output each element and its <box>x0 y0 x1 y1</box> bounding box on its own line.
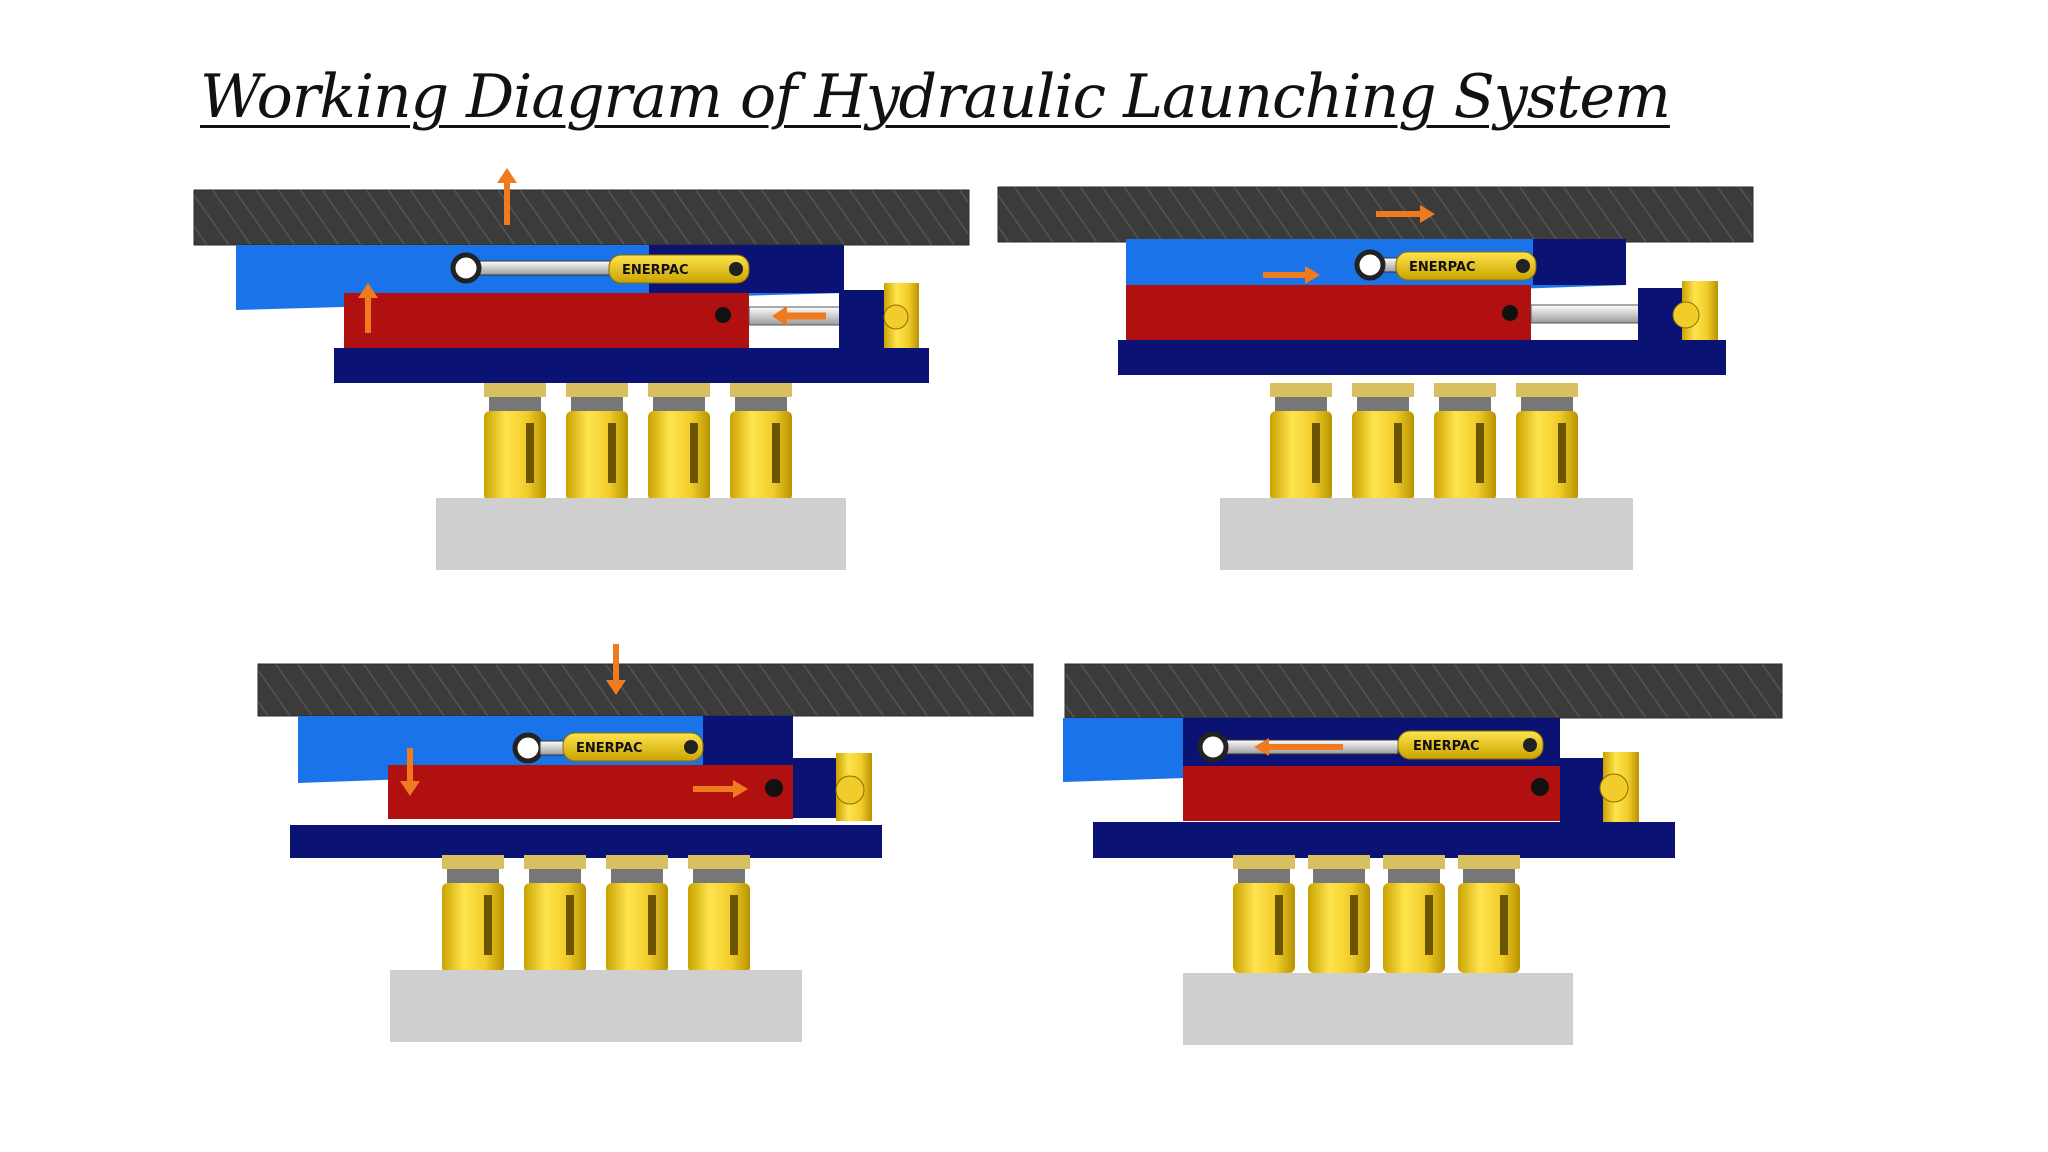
arrow-down-icon <box>400 748 420 796</box>
sliding-block <box>344 293 749 348</box>
pusher-cylinder <box>793 753 872 821</box>
pusher-cylinder <box>1560 752 1639 822</box>
diagram-step-2: ENERPAC <box>997 186 1754 570</box>
base-frame <box>1093 822 1675 858</box>
bridge-deck <box>1064 663 1783 719</box>
diagram-step-1: ENERPAC <box>193 168 970 570</box>
ground-pier <box>1220 498 1633 570</box>
base-frame <box>290 825 882 858</box>
support-jacks <box>442 855 750 973</box>
hydraulic-cylinder: ENERPAC <box>450 252 750 284</box>
base-frame <box>334 348 929 383</box>
hydraulic-cylinder: ENERPAC <box>1354 249 1537 281</box>
arrow-right-icon <box>693 780 748 798</box>
support-jacks <box>1270 383 1578 501</box>
sliding-block <box>1126 285 1531 340</box>
arrow-right-icon <box>1263 266 1320 284</box>
sliding-block <box>1183 766 1563 821</box>
cylinder-brand-label: ENERPAC <box>576 741 643 756</box>
page-title: Working Diagram of Hydraulic Launching S… <box>200 62 1671 132</box>
diagram-step-3: ENERPAC <box>257 644 1034 1042</box>
cylinder-brand-label: ENERPAC <box>622 263 689 278</box>
cylinder-brand-label: ENERPAC <box>1413 739 1480 754</box>
pusher-cylinder <box>748 283 919 353</box>
ground-pier <box>1183 973 1573 1045</box>
support-jacks <box>484 383 792 501</box>
diagram-step-4: ENERPAC <box>1063 663 1783 1045</box>
pusher-cylinder <box>1530 281 1718 349</box>
hydraulic-cylinder: ENERPAC <box>512 732 704 764</box>
ground-pier <box>436 498 846 570</box>
support-jacks <box>1233 855 1520 973</box>
bridge-deck <box>997 186 1754 243</box>
ground-pier <box>390 970 802 1042</box>
bridge-deck <box>193 189 970 246</box>
cylinder-brand-label: ENERPAC <box>1409 260 1476 275</box>
base-frame <box>1118 340 1726 375</box>
arrow-up-icon <box>358 283 378 333</box>
arrow-right-icon <box>1376 205 1435 223</box>
arrow-left-icon <box>772 306 826 326</box>
bridge-deck <box>257 663 1034 717</box>
arrow-up-icon <box>497 168 517 225</box>
arrow-left-icon <box>1254 738 1343 756</box>
arrow-down-icon <box>606 644 626 695</box>
